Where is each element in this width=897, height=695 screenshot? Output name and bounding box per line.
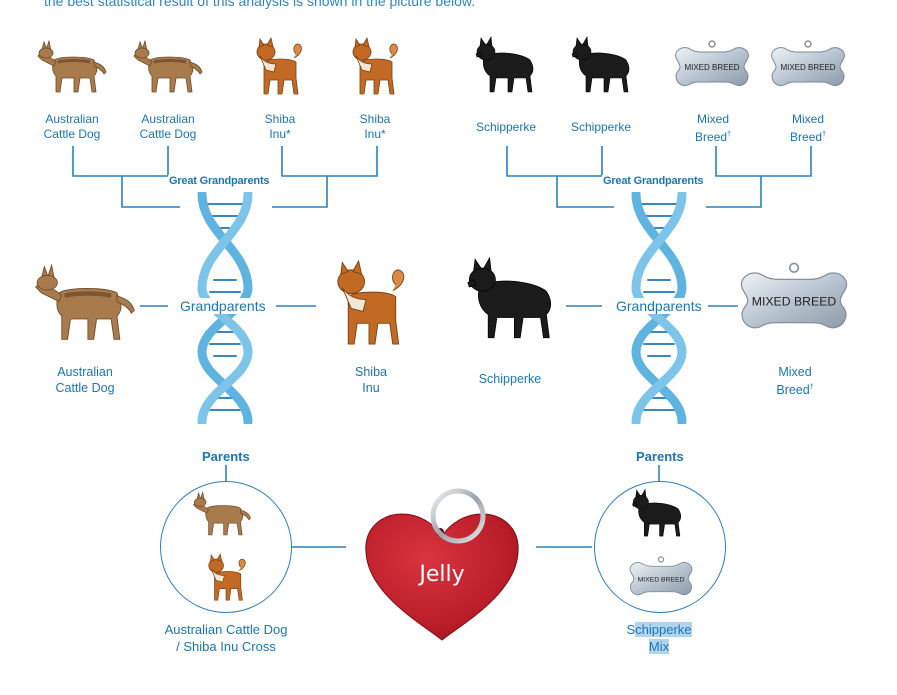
right-parent-label: Schipperke Mix	[599, 621, 719, 655]
right-parents-label: Parents	[636, 449, 684, 464]
label-line: Cattle Dog	[43, 127, 101, 141]
ggp-label-1: Australian Cattle Dog	[32, 112, 112, 142]
label-line: Shiba	[355, 365, 387, 379]
cattle-dog-icon	[35, 263, 135, 340]
label-line: Schipperke	[475, 120, 537, 134]
selected-text[interactable]: Mix	[648, 639, 670, 654]
left-parent-circle	[160, 481, 292, 613]
shiba-inu-icon	[256, 36, 302, 95]
label-line: Cattle Dog	[55, 381, 115, 395]
ggp-label-8: Mixed Breed†	[768, 112, 848, 145]
right-parent-circle: MIXED BREED	[594, 481, 726, 613]
schipperke-icon	[571, 36, 630, 93]
label-line: Australian	[141, 112, 195, 126]
gp-label-mixed-breed: Mixed Breed†	[755, 364, 835, 398]
left-parents-label: Parents	[202, 449, 250, 464]
label-line: Schipperke	[478, 372, 542, 386]
tag-text: MIXED BREED	[780, 63, 835, 72]
shiba-inu-icon	[352, 36, 398, 95]
gp-label-shiba: Shiba Inu	[331, 364, 411, 396]
shiba-inu-icon	[208, 553, 246, 601]
label-line: Australian Cattle Dog	[164, 622, 288, 637]
label-line: Australian	[45, 112, 99, 126]
label-line: Shiba	[264, 112, 296, 126]
right-dna-helix-icon	[631, 192, 687, 424]
label-line: Mixed	[778, 365, 812, 379]
schipperke-icon	[632, 488, 682, 537]
mixed-breed-tag-icon: MIXED BREED	[740, 262, 848, 329]
left-grandparents-label: Grandparents	[178, 298, 268, 314]
selected-text[interactable]: chipperke	[635, 622, 692, 637]
mixed-breed-tag-icon: MIXED BREED	[771, 40, 845, 87]
footnote-mark: †	[727, 131, 731, 138]
right-great-grandparents-label: Great Grandparents	[602, 175, 705, 187]
label-line: Mixed	[696, 112, 729, 126]
footnote-mark: *	[381, 127, 386, 141]
intro-text: the best statistical result of this anal…	[44, 0, 476, 9]
heart-tag-icon	[365, 488, 519, 641]
tag-text: MIXED BREED	[684, 63, 739, 72]
left-parent-label: Australian Cattle Dog / Shiba Inu Cross	[146, 621, 306, 655]
tag-text: MIXED BREED	[638, 577, 685, 584]
ggp-label-5: Schipperke	[466, 120, 546, 135]
schipperke-icon	[475, 36, 534, 93]
label-line: Mixed	[791, 112, 824, 126]
ggp-label-7: Mixed Breed†	[673, 112, 753, 145]
label-line: Inu	[269, 127, 286, 141]
label-line: Inu	[364, 127, 381, 141]
label-line: Australian	[57, 365, 113, 379]
tag-text: MIXED BREED	[752, 294, 837, 308]
footnote-mark: *	[286, 127, 291, 141]
cattle-dog-icon	[37, 39, 107, 93]
shiba-inu-icon	[337, 259, 405, 345]
gp-label-cattle-dog: Australian Cattle Dog	[40, 364, 130, 396]
ggp-label-2: Australian Cattle Dog	[128, 112, 208, 142]
mixed-breed-tag-icon: MIXED BREED	[629, 556, 693, 596]
ggp-label-3: Shiba Inu*	[240, 112, 320, 142]
label-line: Breed	[695, 130, 728, 144]
label-line: Cattle Dog	[139, 127, 197, 141]
cattle-dog-icon	[133, 39, 203, 93]
footnote-mark: †	[809, 384, 814, 391]
label-line: / Shiba Inu Cross	[176, 639, 276, 654]
left-dna-helix-icon	[197, 192, 253, 424]
ggp-label-6: Schipperke	[561, 120, 641, 135]
footnote-mark: †	[822, 131, 826, 138]
label-line: S	[626, 622, 636, 637]
heart-name-tag: Jelly	[362, 486, 522, 646]
schipperke-icon	[467, 256, 552, 339]
mixed-breed-tag-icon: MIXED BREED	[675, 40, 749, 87]
dog-name-text: Jelly	[419, 562, 465, 587]
label-line: Inu	[362, 381, 380, 395]
ggp-label-4: Shiba Inu*	[335, 112, 415, 142]
label-line: Breed	[790, 130, 823, 144]
gp-label-schipperke: Schipperke	[465, 372, 555, 387]
label-line: Breed	[776, 383, 810, 398]
label-line: Shiba	[359, 112, 391, 126]
left-great-grandparents-label: Great Grandparents	[168, 175, 271, 187]
cattle-dog-icon	[193, 490, 251, 536]
right-grandparents-label: Grandparents	[614, 298, 704, 314]
label-line: Schipperke	[570, 120, 632, 134]
